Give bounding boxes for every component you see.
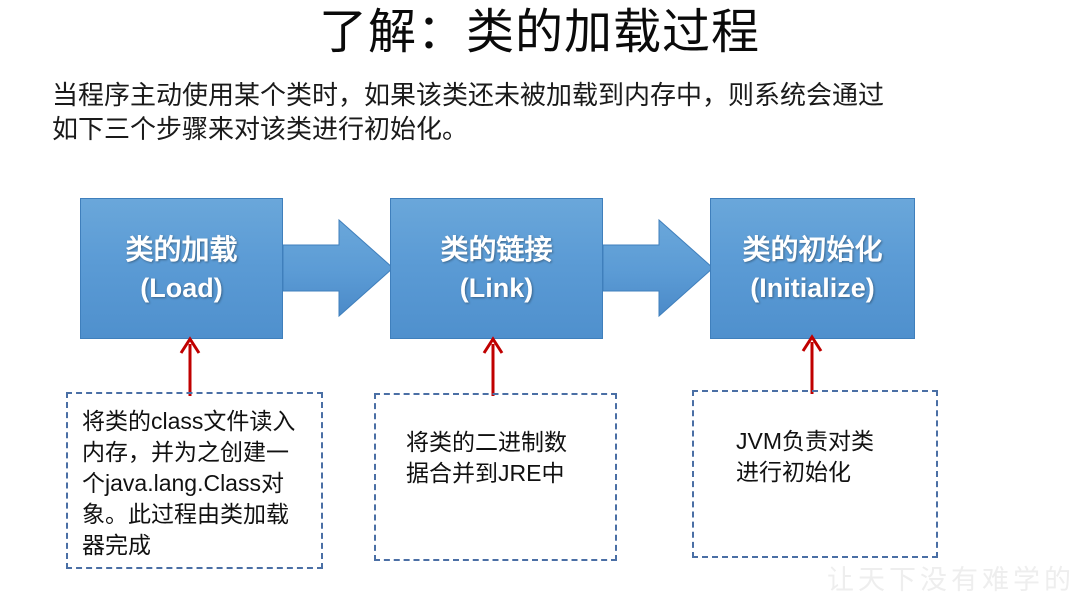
stage-box-load-cn-label: 类的加载 <box>125 234 238 266</box>
page-title: 了解：类的加载过程 <box>318 6 760 59</box>
note-box-link: 将类的二进制数 据合并到JRE中 <box>374 393 617 561</box>
stage-box-load-en-label: (Load) <box>140 272 223 303</box>
note-box-link-text: 将类的二进制数 据合并到JRE中 <box>390 407 601 489</box>
note-box-load-text: 将类的class文件读入 内存，并为之创建一 个java.lang.Class对… <box>82 406 307 561</box>
note-load-line-1: 将类的class文件读入 <box>82 408 296 434</box>
stage-box-link-cn-label: 类的链接 <box>440 234 553 266</box>
stage-box-initialize-en-label: (Initialize) <box>750 272 875 303</box>
note-link-line-2: 据合并到JRE中 <box>406 460 565 486</box>
note-box-load: 将类的class文件读入 内存，并为之创建一 个java.lang.Class对… <box>66 392 323 569</box>
arrow-right-icon-load-to-link <box>283 218 393 318</box>
note-load-line-5: 器完成 <box>82 532 151 558</box>
arrow-up-icon-note-link <box>482 336 504 396</box>
note-init-line-2: 进行初始化 <box>736 459 851 485</box>
stage-box-link: 类的链接 (Link) <box>390 198 603 339</box>
stage-box-load: 类的加载 (Load) <box>80 198 283 339</box>
note-load-line-3: 个java.lang.Class对 <box>82 470 284 496</box>
watermark: 让天下没有难学的 <box>827 565 1075 595</box>
note-box-initialize-text: JVM负责对类 进行初始化 <box>708 404 922 488</box>
intro-paragraph: 当程序主动使用某个类时，如果该类还未被加载到内存中，则系统会通过 如下三个步骤来… <box>52 79 1052 147</box>
note-link-line-1: 将类的二进制数 <box>406 429 567 455</box>
note-init-line-1: JVM负责对类 <box>736 428 874 454</box>
note-box-initialize: JVM负责对类 进行初始化 <box>692 390 938 558</box>
intro-line-1: 当程序主动使用某个类时，如果该类还未被加载到内存中，则系统会通过 <box>52 81 885 110</box>
arrow-up-icon-note-load <box>179 336 201 396</box>
stage-box-link-en-label: (Link) <box>459 272 534 303</box>
arrow-right-icon-link-to-initialize <box>603 218 713 318</box>
note-load-line-4: 象。此过程由类加载 <box>82 501 289 527</box>
intro-line-2: 如下三个步骤来对该类进行初始化。 <box>52 115 469 144</box>
stage-box-initialize: 类的初始化 (Initialize) <box>710 198 915 339</box>
arrow-up-icon-note-initialize <box>801 334 823 394</box>
stage-box-initialize-cn-label: 类的初始化 <box>742 234 883 266</box>
note-load-line-2: 内存，并为之创建一 <box>82 439 289 465</box>
